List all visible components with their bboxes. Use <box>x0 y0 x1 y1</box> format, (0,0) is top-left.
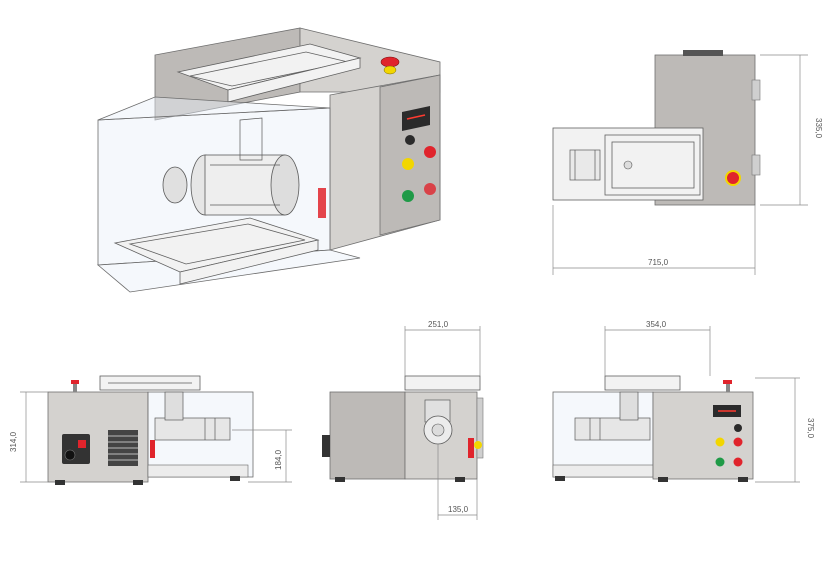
control-button-icon <box>402 135 436 202</box>
digital-display-icon <box>402 106 430 131</box>
dim-axis-height: 184,0 <box>274 449 283 470</box>
grinder-front <box>423 399 453 445</box>
digital-display-icon <box>713 405 741 417</box>
front-view: 251,0 135,0 <box>322 320 484 520</box>
rear-view: 354,0 375,0 <box>552 320 815 483</box>
dim-rear-height: 375,0 <box>806 418 815 439</box>
side-view: 314,0 184,0 <box>9 375 292 485</box>
power-switch-icon <box>62 434 90 464</box>
grinder-side <box>154 391 231 441</box>
grinder-rear <box>574 391 651 441</box>
isometric-view <box>96 27 441 293</box>
dim-rear-width: 354,0 <box>646 320 667 329</box>
dim-top-width: 715,0 <box>648 258 669 267</box>
control-button-icon <box>715 424 743 467</box>
vent-grille-icon <box>108 430 138 466</box>
dim-side-height: 314,0 <box>9 431 18 452</box>
emergency-stop-icon <box>725 170 741 186</box>
grinder-top <box>569 149 601 181</box>
dim-front-width: 251,0 <box>428 320 449 329</box>
emergency-stop-icon <box>380 56 400 75</box>
emergency-stop-icon <box>723 380 732 392</box>
top-view: 715,0 335,0 <box>552 50 823 275</box>
emergency-stop-icon <box>71 380 79 392</box>
dim-front-offset: 135,0 <box>448 505 469 514</box>
dim-top-depth: 335,0 <box>814 118 823 139</box>
grinder-body <box>162 117 300 216</box>
